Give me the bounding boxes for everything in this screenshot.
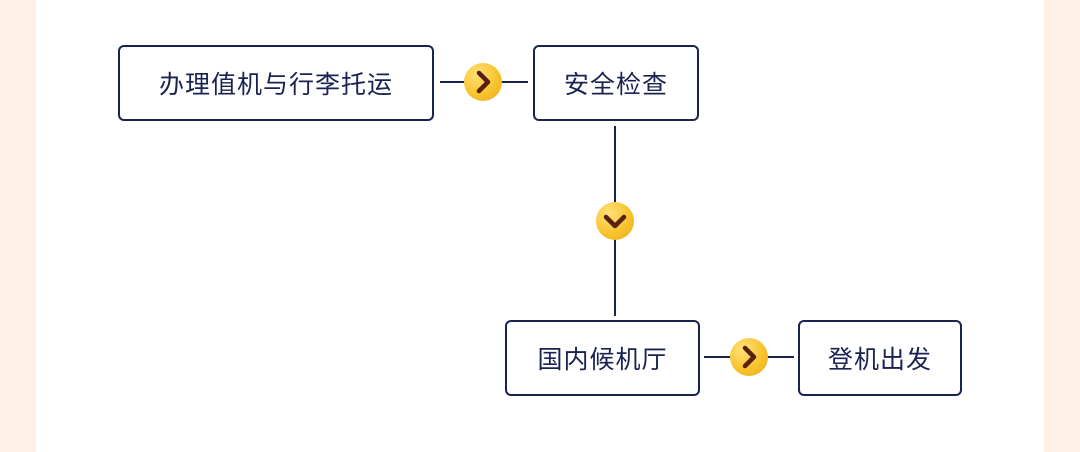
chevron-right-icon (730, 338, 768, 376)
chevron-right-icon (464, 63, 502, 101)
step-security: 安全检查 (533, 45, 699, 121)
step-checkin-label: 办理值机与行李托运 (158, 70, 393, 99)
step-lounge-label: 国内候机厅 (537, 345, 668, 374)
step-boarding: 登机出发 (798, 320, 962, 396)
step-boarding-label: 登机出发 (827, 345, 932, 374)
step-lounge: 国内候机厅 (505, 320, 700, 396)
step-security-label: 安全检查 (563, 70, 668, 99)
chevron-down-icon (596, 202, 634, 240)
step-checkin: 办理值机与行李托运 (118, 45, 434, 121)
